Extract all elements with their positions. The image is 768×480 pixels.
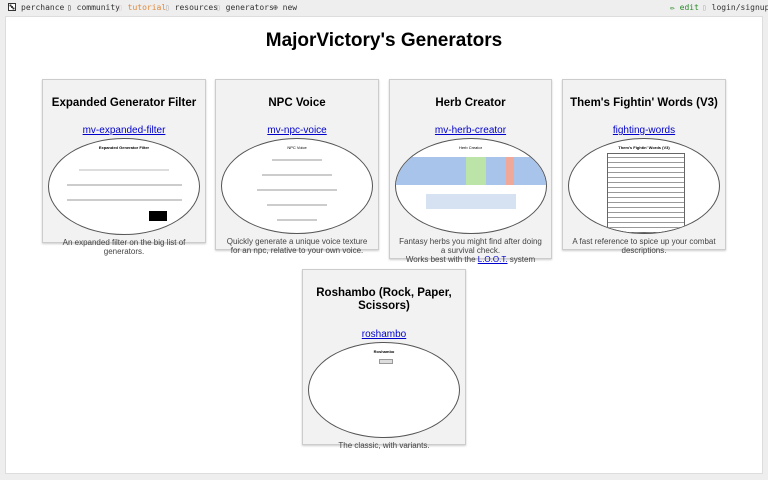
card-description: Quickly generate a unique voice texture … (226, 237, 368, 255)
nav-tutorial[interactable]: ▯ tutorial (118, 3, 167, 12)
generator-card: Expanded Generator Filter mv-expanded-fi… (42, 79, 206, 256)
card-link[interactable]: mv-expanded-filter (82, 125, 166, 136)
card-title: NPC Voice (268, 97, 326, 109)
perchance-dice-icon[interactable] (8, 3, 16, 11)
card-link[interactable]: fighting-words (612, 125, 676, 136)
generator-card: Roshambo (Rock, Paper, Scissors) roshamb… (302, 269, 466, 450)
card-description-extra: Works best with the L.O.O.T. system (405, 255, 536, 264)
thumb-title: Roshambo (373, 349, 395, 354)
card-thumbnail[interactable]: Herb Creator (394, 138, 547, 234)
card-thumbnail[interactable]: Expanded Generator Filter (48, 138, 200, 235)
generator-card: Herb Creator mv-herb-creator Herb Creato… (389, 79, 552, 264)
card-title: Them's Fightin' Words (V3) (570, 97, 718, 109)
pencil-icon: ✏ (670, 3, 680, 12)
nav-community[interactable]: ▯ community (67, 3, 120, 12)
plus-circle-icon: ⊕ (273, 3, 283, 12)
nav-perchance[interactable]: perchance (21, 3, 65, 12)
card-title: Roshambo (Rock, Paper, Scissors) (316, 287, 452, 312)
nav-generators[interactable]: ▯ generators (216, 3, 274, 12)
card-link[interactable]: mv-herb-creator (434, 125, 507, 136)
card-title: Herb Creator (435, 97, 506, 109)
generator-card: NPC Voice mv-npc-voice NPC Voice Quickly… (215, 79, 379, 255)
nav-new[interactable]: ⊕ new (273, 3, 298, 12)
card-thumbnail[interactable]: Them's Fightin' Words (V3) (568, 138, 720, 234)
generators-icon: ▯ (216, 3, 226, 12)
generator-card: Them's Fightin' Words (V3) fighting-word… (562, 79, 726, 255)
card-description: Fantasy herbs you might find after doing… (399, 237, 542, 255)
edit-button[interactable]: ✏ edit (670, 3, 699, 12)
card-description: The classic, with variants. (338, 441, 430, 450)
loot-link[interactable]: L.O.O.T. (477, 255, 508, 264)
thumb-title: Them's Fightin' Words (V3) (618, 145, 670, 150)
card-link[interactable]: roshambo (361, 329, 407, 340)
resources-icon: ▯ (165, 3, 175, 12)
login-signup-link[interactable]: ▯ login/signup (702, 3, 768, 12)
card-description: An expanded filter on the big list of ge… (62, 238, 186, 256)
card-link[interactable]: mv-npc-voice (267, 125, 327, 136)
user-icon: ▯ (702, 3, 712, 12)
thumb-title: NPC Voice (287, 145, 307, 150)
tutorial-icon: ▯ (118, 3, 128, 12)
card-thumbnail[interactable]: NPC Voice (221, 138, 373, 234)
community-icon: ▯ (67, 3, 77, 12)
top-nav: perchance ▯ community ▯ tutorial ▯ resou… (0, 0, 768, 16)
page-title: MajorVictory's Generators (265, 30, 503, 51)
card-description: A fast reference to spice up your combat… (572, 237, 716, 255)
card-title: Expanded Generator Filter (51, 97, 197, 109)
card-thumbnail[interactable]: Roshambo (308, 342, 460, 438)
thumb-title: Expanded Generator Filter (98, 145, 150, 150)
thumb-title: Herb Creator (458, 145, 483, 150)
nav-resources[interactable]: ▯ resources (165, 3, 218, 12)
